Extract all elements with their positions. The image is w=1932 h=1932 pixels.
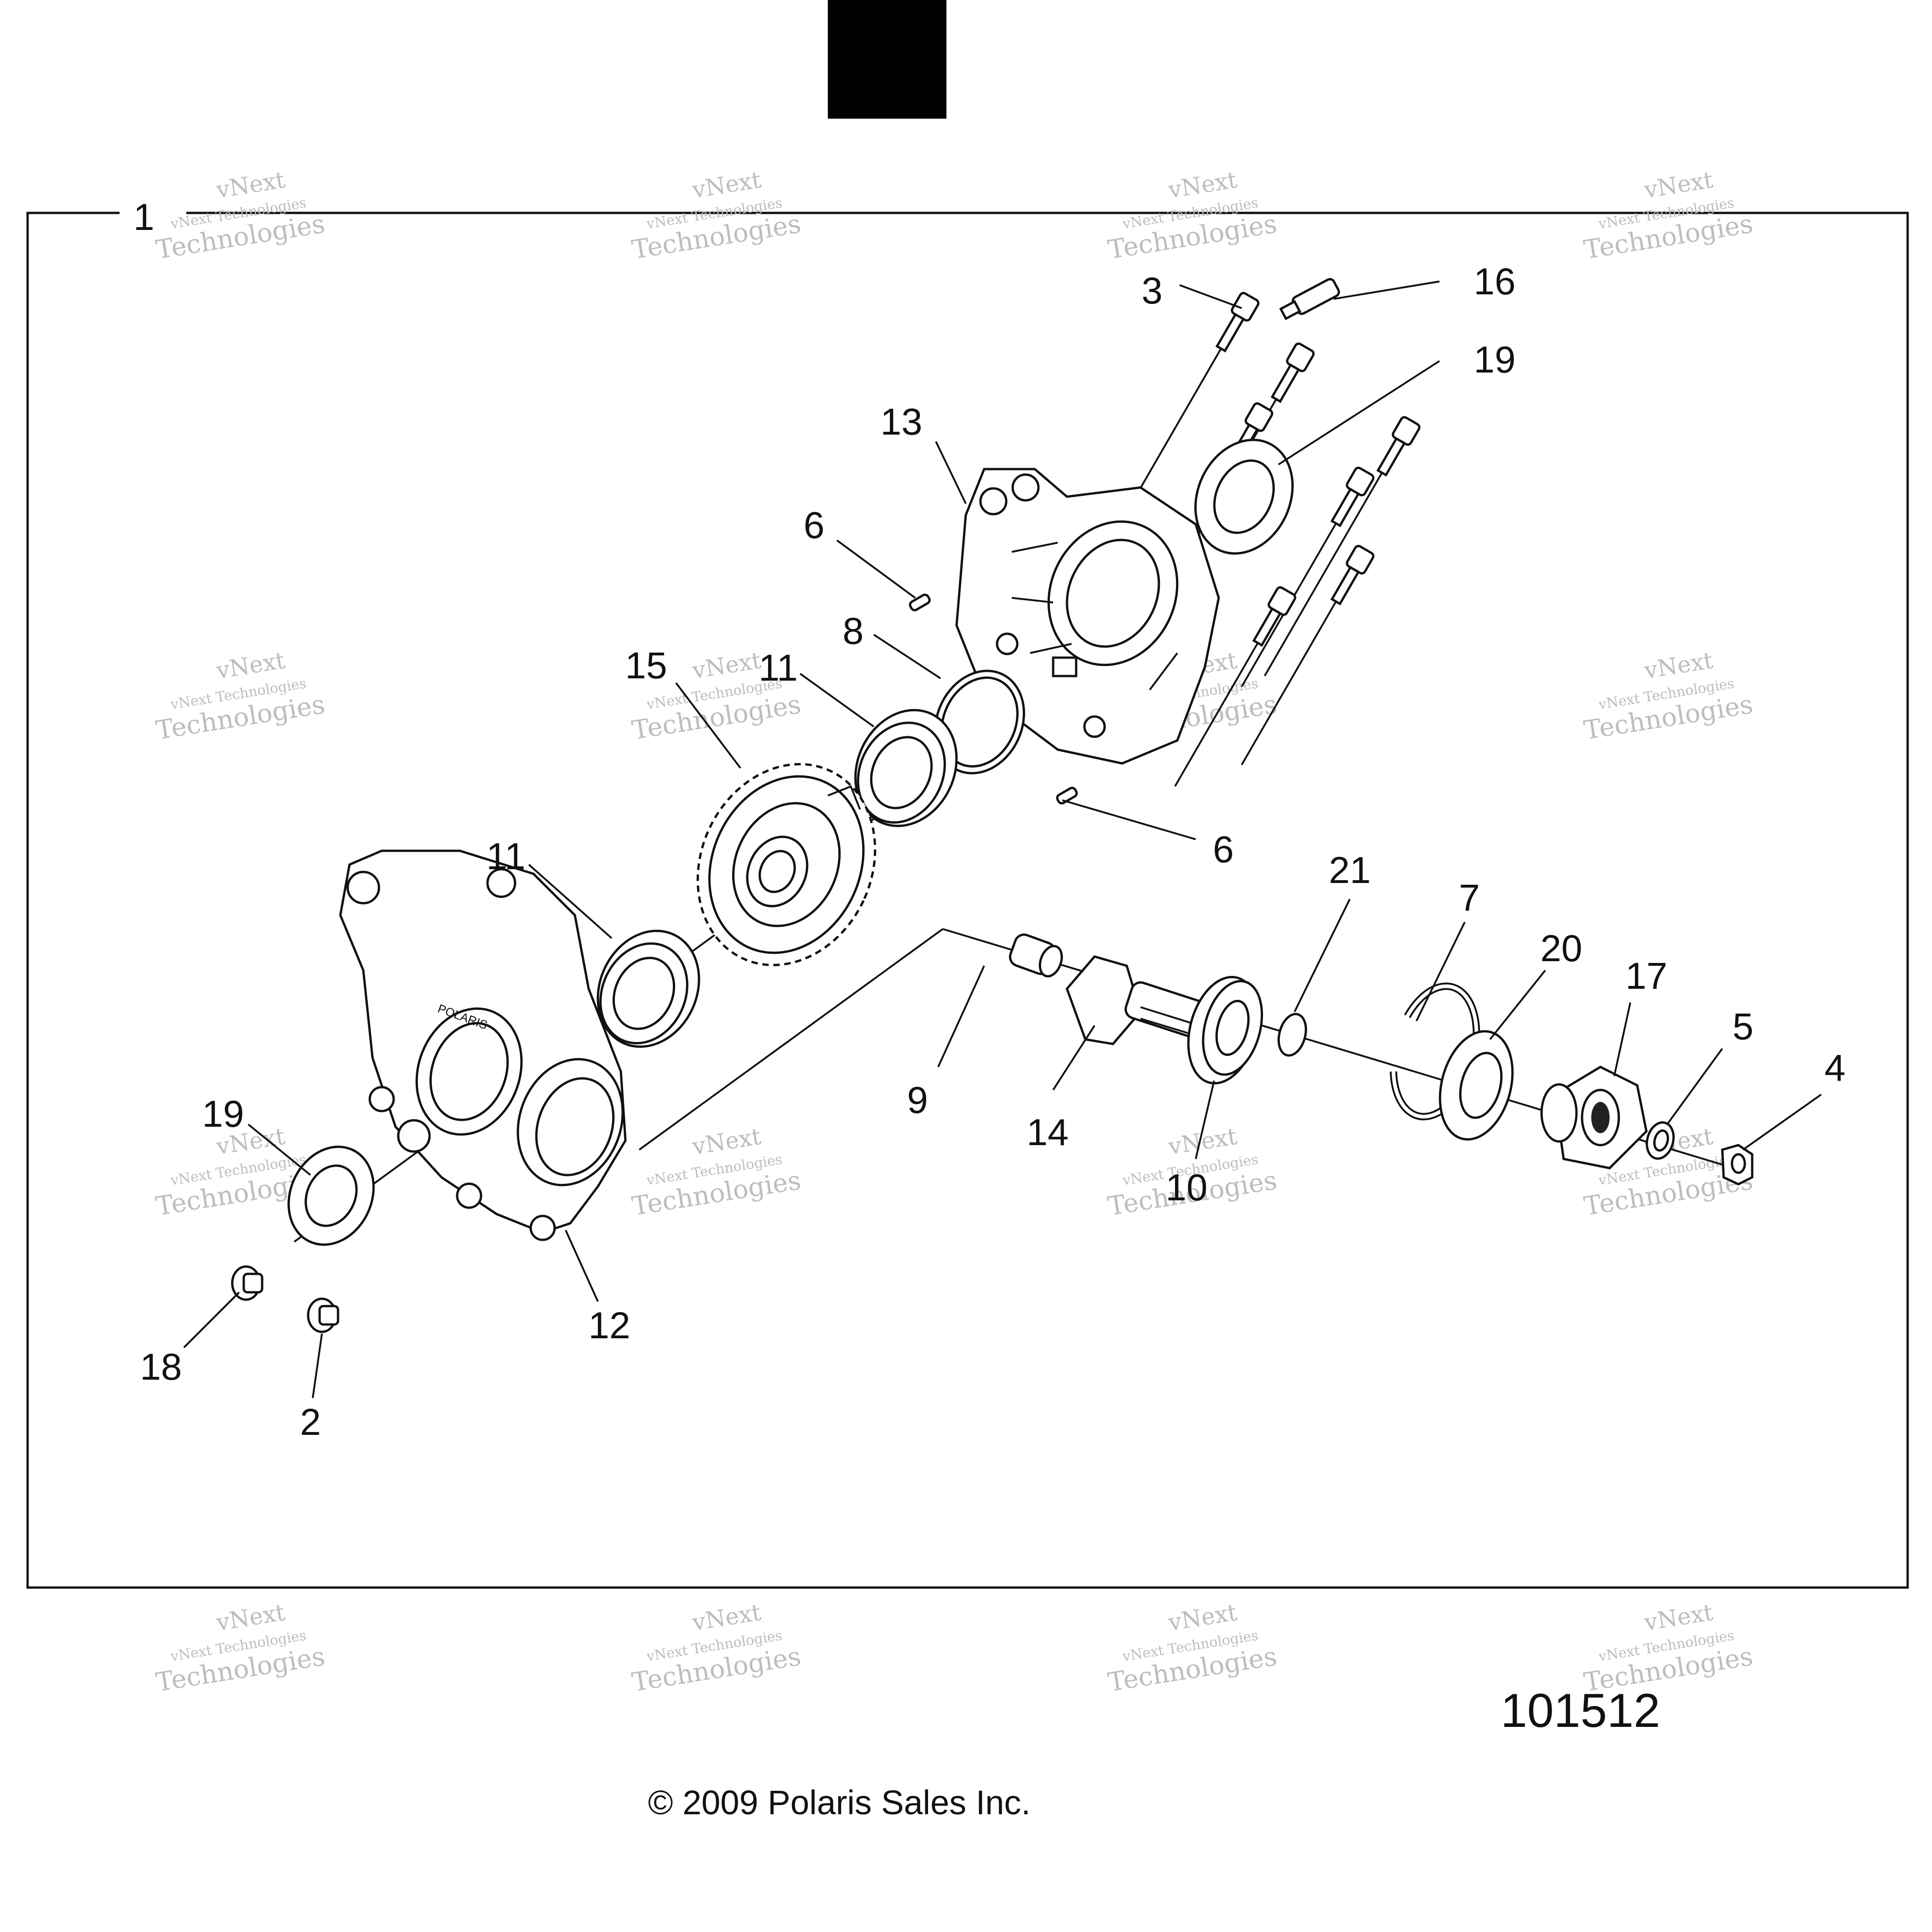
pinion-bearing	[1187, 976, 1263, 1084]
watermark: vNext vNext Technologies Technologies	[1106, 1599, 1279, 1698]
watermark-line: vNext	[214, 647, 287, 684]
callout-6-lower: 6	[1213, 829, 1234, 871]
watermark: vNext vNext Technologies Technologies	[630, 166, 803, 265]
seal-upper	[1194, 439, 1294, 555]
watermark: vNext vNext Technologies Technologies	[630, 1123, 803, 1222]
callout-14: 14	[1026, 1112, 1068, 1153]
vent-fitting	[1279, 278, 1340, 321]
page-tab-marker	[828, 0, 946, 119]
watermark: vNext vNext Technologies Technologies	[1582, 647, 1755, 746]
watermark: vNext vNext Technologies Technologies	[1106, 166, 1279, 265]
watermark-line: vNext	[1642, 1599, 1715, 1636]
o-ring	[934, 670, 1026, 774]
copyright-notice: © 2009 Polaris Sales Inc.	[648, 1783, 1031, 1822]
ring-gear	[696, 763, 877, 966]
seal-lower	[287, 1146, 375, 1246]
small-o-ring	[1277, 1013, 1307, 1057]
watermark: vNext vNext Technologies Technologies	[154, 166, 327, 265]
watermark-line: vNext	[1166, 166, 1239, 204]
bolt	[1241, 466, 1375, 688]
watermark-line: vNext	[1642, 647, 1715, 684]
plug-fill	[231, 1265, 264, 1301]
callout-21: 21	[1329, 849, 1370, 891]
assembly-label: 1	[133, 196, 155, 238]
watermark: vNext vNext Technologies Technologies	[154, 647, 327, 746]
watermark: vNext vNext Technologies Technologies	[1582, 1599, 1755, 1698]
watermark-line: vNext	[690, 647, 763, 684]
watermark: vNext vNext Technologies Technologies	[630, 1599, 803, 1698]
pinion-seal	[1439, 1030, 1514, 1141]
plug-drain	[307, 1297, 339, 1333]
callout-8: 8	[843, 610, 864, 652]
bearing-lower	[596, 929, 700, 1048]
leader-lines	[183, 281, 1822, 1399]
nut	[1721, 1144, 1754, 1186]
washer	[1645, 1121, 1675, 1160]
callout-10: 10	[1165, 1167, 1207, 1209]
callout-9: 9	[907, 1079, 928, 1121]
callout-11-upper: 11	[758, 647, 797, 689]
housing-lower: POLARIS	[339, 849, 627, 1241]
callout-17: 17	[1625, 955, 1667, 997]
watermark-line: vNext	[214, 166, 287, 204]
bearing-upper	[854, 709, 958, 827]
watermark: vNext vNext Technologies Technologies	[154, 1599, 327, 1698]
callout-12: 12	[588, 1305, 630, 1347]
output-flange	[1540, 1066, 1648, 1170]
housing-upper	[955, 468, 1220, 765]
bushing	[1009, 933, 1063, 978]
bolt	[1241, 545, 1375, 766]
callout-5: 5	[1732, 1006, 1754, 1048]
callout-2: 2	[300, 1401, 321, 1443]
callout-19-upper: 19	[1473, 339, 1515, 381]
callout-3: 3	[1141, 270, 1163, 312]
callout-11-lower: 11	[486, 836, 525, 877]
bolt	[1174, 586, 1296, 787]
callout-labels: 3 16 19 13 6 8 15 11 6 11 21 7 20 17 5 4…	[140, 261, 1845, 1443]
dowel-pin-lower	[1056, 786, 1078, 805]
watermark-line: vNext	[690, 1123, 763, 1160]
callout-6-upper: 6	[803, 504, 825, 546]
callout-20: 20	[1540, 928, 1582, 969]
callout-19-lower: 19	[202, 1093, 244, 1135]
dowel-pin-upper	[909, 593, 931, 612]
assembly-frame	[26, 212, 1909, 1589]
watermark-line: vNext	[214, 1599, 287, 1636]
callout-16: 16	[1473, 261, 1515, 303]
bolt	[1264, 416, 1421, 676]
watermark-line: vNext	[690, 166, 763, 204]
watermark-line: vNext	[690, 1599, 763, 1636]
figure-number: 101512	[1501, 1684, 1660, 1737]
callout-7: 7	[1459, 877, 1480, 919]
watermark-line: vNext	[1642, 166, 1715, 204]
callout-15: 15	[625, 645, 667, 687]
watermark-line: vNext	[1166, 1599, 1239, 1636]
callout-18: 18	[140, 1346, 182, 1388]
callout-13: 13	[880, 401, 922, 443]
callout-4: 4	[1824, 1047, 1846, 1089]
